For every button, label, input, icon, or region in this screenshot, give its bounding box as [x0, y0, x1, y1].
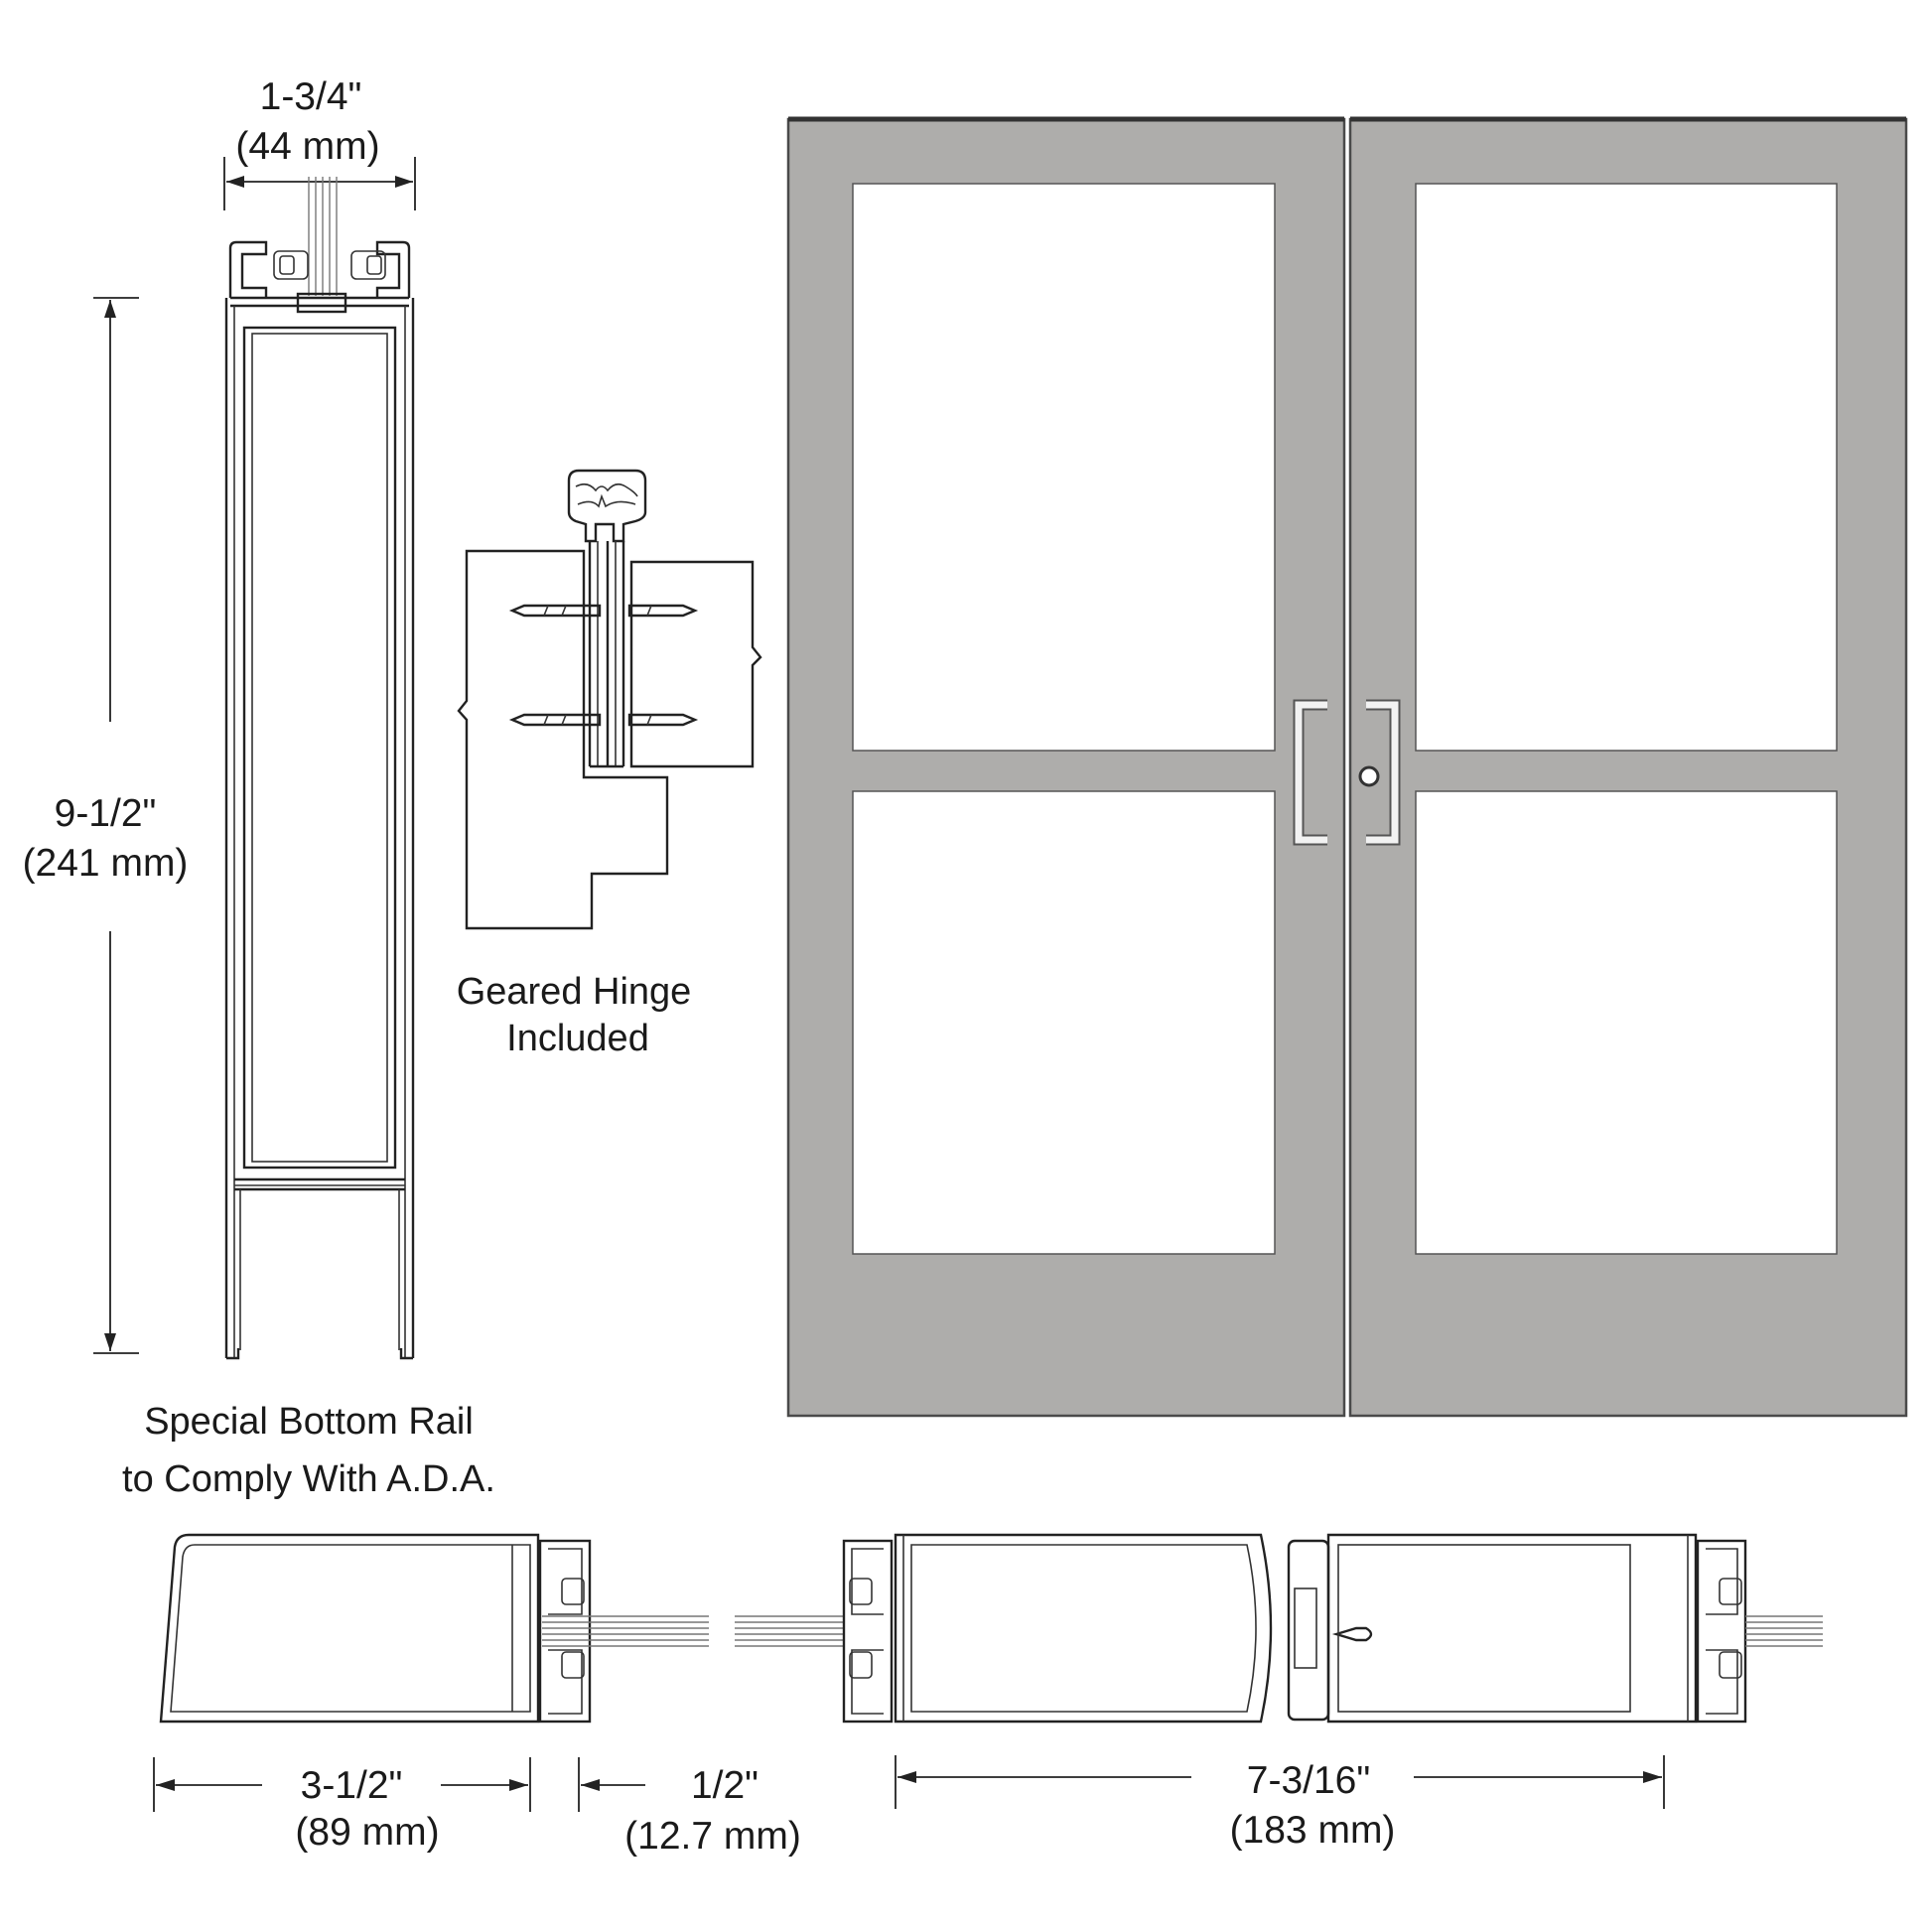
height-metric-label: (241 mm): [23, 842, 189, 885]
lock-cylinder-icon: [1358, 765, 1380, 787]
right-upper-glass: [1415, 183, 1838, 752]
rail-caption-line1: Special Bottom Rail: [144, 1401, 474, 1443]
stile-section-drawing: [159, 1533, 709, 1724]
arrowhead-icon: [104, 1333, 116, 1351]
arrowhead-icon: [509, 1779, 528, 1791]
geared-hinge-detail: [457, 469, 762, 930]
arrowhead-icon: [581, 1779, 600, 1791]
thickness-metric-label: (44 mm): [235, 125, 379, 168]
glass-bite-dimension: 1/2" (12.7 mm): [578, 1757, 801, 1858]
stile-width-imperial-label: 3-1/2": [301, 1764, 403, 1807]
meeting-stile-dimension: 7-3/16" (183 mm): [895, 1755, 1665, 1852]
screw-icon: [1331, 1626, 1373, 1642]
left-lower-glass: [852, 790, 1276, 1255]
thickness-dimension: 1-3/4" (44 mm): [223, 75, 416, 210]
arrowhead-icon: [395, 176, 413, 188]
meeting-stile-metric-label: (183 mm): [1230, 1809, 1396, 1852]
meeting-stile-imperial-label: 7-3/16": [1247, 1759, 1370, 1802]
thickness-imperial-label: 1-3/4": [260, 75, 362, 118]
arrowhead-icon: [226, 176, 244, 188]
arrowhead-icon: [156, 1779, 175, 1791]
vertical-section-drawing: [224, 177, 415, 1360]
height-dimension: 9-1/2" (241 mm): [23, 297, 189, 1354]
left-upper-glass: [852, 183, 1276, 752]
arrowhead-icon: [1643, 1771, 1662, 1783]
stile-width-metric-label: (89 mm): [295, 1811, 439, 1854]
rail-caption-line2: to Comply With A.D.A.: [122, 1458, 495, 1500]
meeting-stile-section-drawing: [735, 1533, 1823, 1724]
height-imperial-label: 9-1/2": [55, 792, 157, 835]
stile-width-dimension: 3-1/2" (89 mm): [153, 1757, 531, 1854]
double-door-elevation: [786, 116, 1908, 1418]
hinge-caption-line1: Geared Hinge: [457, 971, 692, 1013]
glass-bite-metric-label: (12.7 mm): [624, 1815, 801, 1858]
glass-bite-imperial-label: 1/2": [691, 1764, 759, 1807]
hinge-caption-line2: Included: [506, 1018, 649, 1059]
right-lower-glass: [1415, 790, 1838, 1255]
arrowhead-icon: [897, 1771, 916, 1783]
arrowhead-icon: [104, 300, 116, 318]
